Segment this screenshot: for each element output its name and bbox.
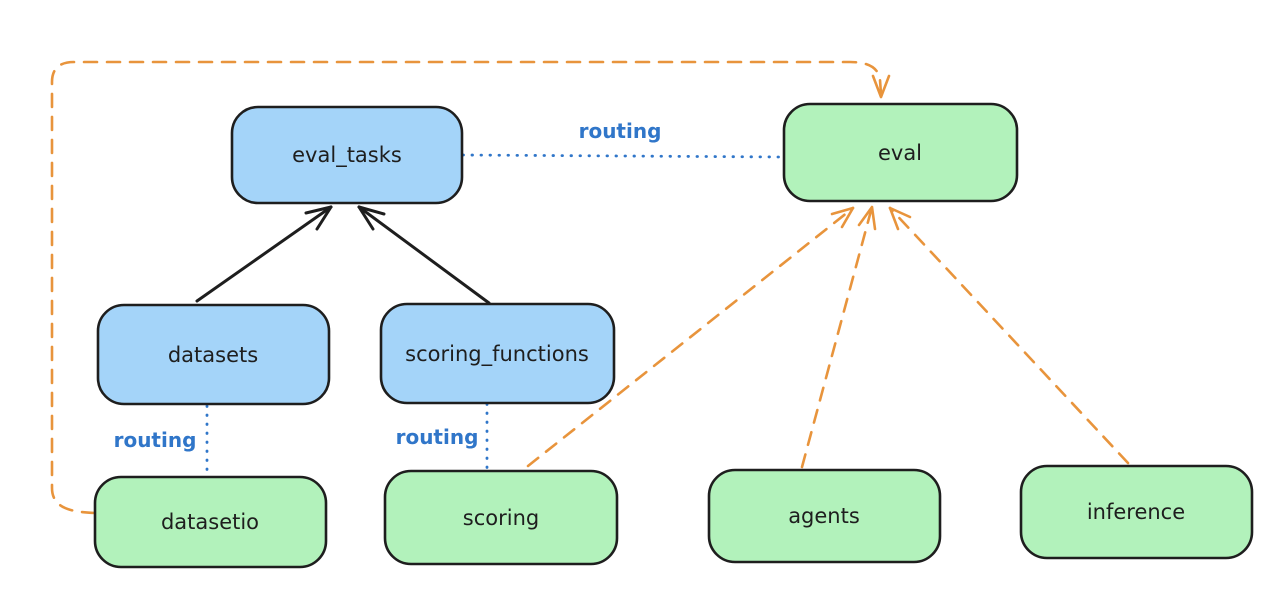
node-agents-label: agents: [788, 504, 860, 528]
node-datasetio-box[interactable]: [93, 475, 328, 569]
edge-scoring-to-eval-arrowhead-icon: [830, 206, 855, 229]
node-datasets[interactable]: datasets: [96, 303, 331, 406]
edge-eval-tasks-to-eval: routing: [461, 119, 783, 159]
node-scoring[interactable]: scoring: [383, 469, 619, 566]
routing-label-left: routing: [114, 428, 197, 452]
node-scoring-label: scoring: [463, 506, 539, 530]
edge-scoring-to-eval-line: [526, 206, 855, 468]
node-agents-box[interactable]: [707, 468, 942, 564]
routing-label-mid: routing: [396, 425, 479, 449]
node-scoring-functions-label: scoring_functions: [405, 342, 589, 367]
node-eval-label: eval: [878, 141, 922, 165]
edge-agents-to-eval-arrowhead-icon: [857, 205, 877, 231]
edge-datasets-to-eval-tasks-line: [195, 205, 333, 303]
node-agents[interactable]: agents: [707, 468, 942, 564]
node-datasets-label: datasets: [168, 343, 258, 367]
node-datasets-box[interactable]: [96, 303, 331, 406]
edge-scoring-functions-to-eval-tasks-line: [357, 205, 491, 305]
node-eval-tasks-box[interactable]: [230, 105, 464, 205]
node-eval[interactable]: eval: [782, 102, 1019, 203]
edge-datasetio-to-eval-arrowhead-icon: [871, 74, 891, 99]
edge-agents-to-eval-line: [800, 205, 874, 469]
edge-scoring-functions-to-eval-tasks: [357, 205, 491, 305]
edge-eval-tasks-to-eval-line: [461, 153, 783, 159]
node-scoring-functions[interactable]: scoring_functions: [379, 302, 616, 405]
edge-datasets-to-datasetio: routing: [114, 404, 209, 476]
node-scoring-functions-box[interactable]: [379, 302, 616, 405]
node-eval-tasks[interactable]: eval_tasks: [230, 105, 464, 205]
edge-agents-to-eval: [800, 205, 877, 469]
node-datasetio[interactable]: datasetio: [93, 475, 328, 569]
edge-datasets-to-eval-tasks: [195, 205, 333, 303]
edge-datasetio-to-eval-line: [50, 60, 883, 515]
edge-inference-to-eval-line: [888, 206, 1130, 465]
node-datasetio-label: datasetio: [161, 510, 259, 534]
edge-scoring-functions-to-eval-tasks-arrowhead-icon: [357, 205, 386, 231]
edge-scoring-to-eval: [526, 206, 855, 468]
edge-inference-to-eval-arrowhead-icon: [888, 206, 912, 231]
routing-label-top: routing: [579, 119, 662, 143]
edge-datasetio-to-eval: [50, 60, 891, 515]
edge-inference-to-eval: [888, 206, 1130, 465]
node-eval-box[interactable]: [782, 102, 1019, 203]
node-inference-box[interactable]: [1019, 464, 1254, 560]
node-inference-label: inference: [1087, 500, 1185, 524]
node-scoring-box[interactable]: [383, 469, 619, 566]
edge-scoring-functions-to-scoring: routing: [396, 402, 489, 471]
node-inference[interactable]: inference: [1019, 464, 1254, 560]
node-eval-tasks-label: eval_tasks: [292, 143, 402, 168]
edge-datasets-to-eval-tasks-arrowhead-icon: [304, 205, 333, 231]
